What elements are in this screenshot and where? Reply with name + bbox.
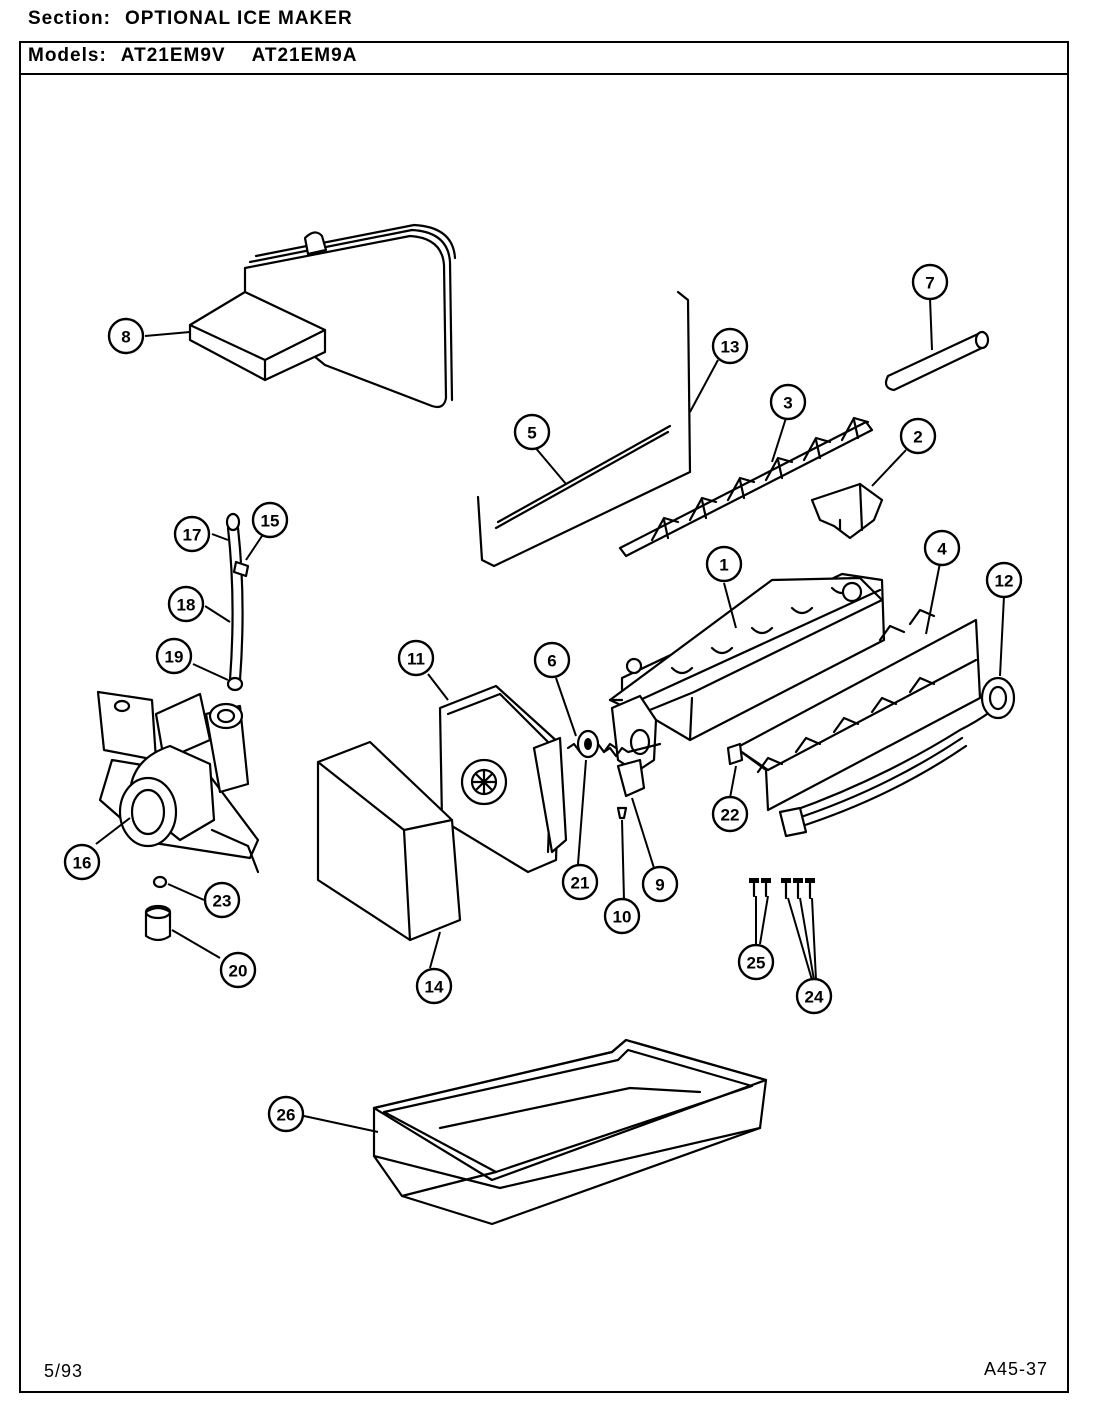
callout-16: 16 xyxy=(63,843,101,881)
svg-text:14: 14 xyxy=(425,978,444,997)
callout-26: 26 xyxy=(267,1095,305,1133)
callout-8: 8 xyxy=(107,317,145,355)
part-ejector xyxy=(618,416,874,558)
callout-4: 4 xyxy=(923,529,961,567)
svg-text:4: 4 xyxy=(937,540,947,559)
revision-date: 5/93 xyxy=(44,1361,84,1381)
svg-text:22: 22 xyxy=(721,806,740,825)
callout-25: 25 xyxy=(737,943,775,981)
svg-text:17: 17 xyxy=(183,526,202,545)
svg-text:26: 26 xyxy=(277,1106,296,1125)
part-inlet-tube xyxy=(225,512,250,692)
callout-9: 9 xyxy=(641,865,679,903)
svg-text:6: 6 xyxy=(547,652,556,671)
svg-text:11: 11 xyxy=(407,650,425,669)
section-label: Section: xyxy=(28,8,111,29)
svg-text:8: 8 xyxy=(121,328,130,347)
svg-text:3: 3 xyxy=(783,394,792,413)
callout-12: 12 xyxy=(985,561,1023,599)
svg-text:25: 25 xyxy=(747,954,766,973)
callout-7: 7 xyxy=(911,263,949,301)
part-mold-heater xyxy=(734,608,982,812)
svg-text:10: 10 xyxy=(613,908,632,927)
callout-15: 15 xyxy=(251,501,289,539)
callout-17: 17 xyxy=(173,515,211,553)
callout-19: 19 xyxy=(155,637,193,675)
callout-leaders xyxy=(95,297,1005,1133)
models-heading: Models: AT21EM9V AT21EM9A xyxy=(28,45,383,67)
part-fill-cup xyxy=(188,223,457,409)
svg-text:24: 24 xyxy=(805,988,824,1007)
part-fill-tube xyxy=(884,330,990,392)
part-heater-rod xyxy=(494,430,670,530)
callout-21: 21 xyxy=(561,863,599,901)
callout-3: 3 xyxy=(769,383,807,421)
part-shutoff-arm xyxy=(476,290,692,568)
callout-6: 6 xyxy=(533,641,571,679)
svg-text:2: 2 xyxy=(913,428,922,447)
models-label: Models: xyxy=(28,45,107,66)
svg-text:23: 23 xyxy=(213,892,232,911)
part-control-cover xyxy=(316,740,462,942)
callouts: 1 2 3 4 5 6 7 8 9 10 11 12 13 14 15 16 1… xyxy=(63,263,1023,1133)
section-heading: Section: OPTIONAL ICE MAKER xyxy=(28,8,353,30)
callout-13: 13 xyxy=(711,327,749,365)
callout-22: 22 xyxy=(711,795,749,833)
callout-24: 24 xyxy=(795,977,833,1015)
section-value: OPTIONAL ICE MAKER xyxy=(124,8,353,29)
svg-text:15: 15 xyxy=(261,512,280,531)
svg-text:21: 21 xyxy=(571,874,590,893)
svg-text:7: 7 xyxy=(925,274,934,293)
part-water-valve xyxy=(96,690,260,874)
models-divider xyxy=(19,73,1069,75)
part-stripper xyxy=(810,482,884,540)
part-wire-harness xyxy=(778,676,1016,838)
part-screw xyxy=(616,806,628,820)
callout-1: 1 xyxy=(705,545,743,583)
part-drive-gear xyxy=(576,729,600,759)
callout-2: 2 xyxy=(899,417,937,455)
callout-20: 20 xyxy=(219,951,257,989)
svg-text:19: 19 xyxy=(165,648,184,667)
part-screws xyxy=(749,878,815,900)
part-ice-bin xyxy=(372,1038,768,1226)
model-number: AT21EM9V xyxy=(120,45,226,66)
callout-11: 11 xyxy=(397,639,435,677)
model-number: AT21EM9A xyxy=(251,45,358,66)
svg-text:9: 9 xyxy=(655,876,664,895)
diagram-frame xyxy=(19,41,1069,1393)
svg-text:1: 1 xyxy=(719,556,728,575)
part-washer xyxy=(152,875,168,889)
svg-text:20: 20 xyxy=(229,962,248,981)
callout-5: 5 xyxy=(513,413,551,451)
part-switch-bracket xyxy=(616,758,646,798)
svg-text:18: 18 xyxy=(177,596,196,615)
part-clip xyxy=(726,742,744,766)
part-control-housing xyxy=(438,684,568,874)
part-flow-washer xyxy=(144,904,172,942)
svg-text:16: 16 xyxy=(73,854,92,873)
svg-text:12: 12 xyxy=(995,572,1014,591)
callout-14: 14 xyxy=(415,967,453,1005)
diagram-code: A45-37 xyxy=(983,1359,1048,1379)
callout-10: 10 xyxy=(603,897,641,935)
svg-text:13: 13 xyxy=(721,338,740,357)
part-ice-mold xyxy=(608,572,886,774)
svg-text:5: 5 xyxy=(527,424,536,443)
callout-18: 18 xyxy=(167,585,205,623)
callout-23: 23 xyxy=(203,881,241,919)
